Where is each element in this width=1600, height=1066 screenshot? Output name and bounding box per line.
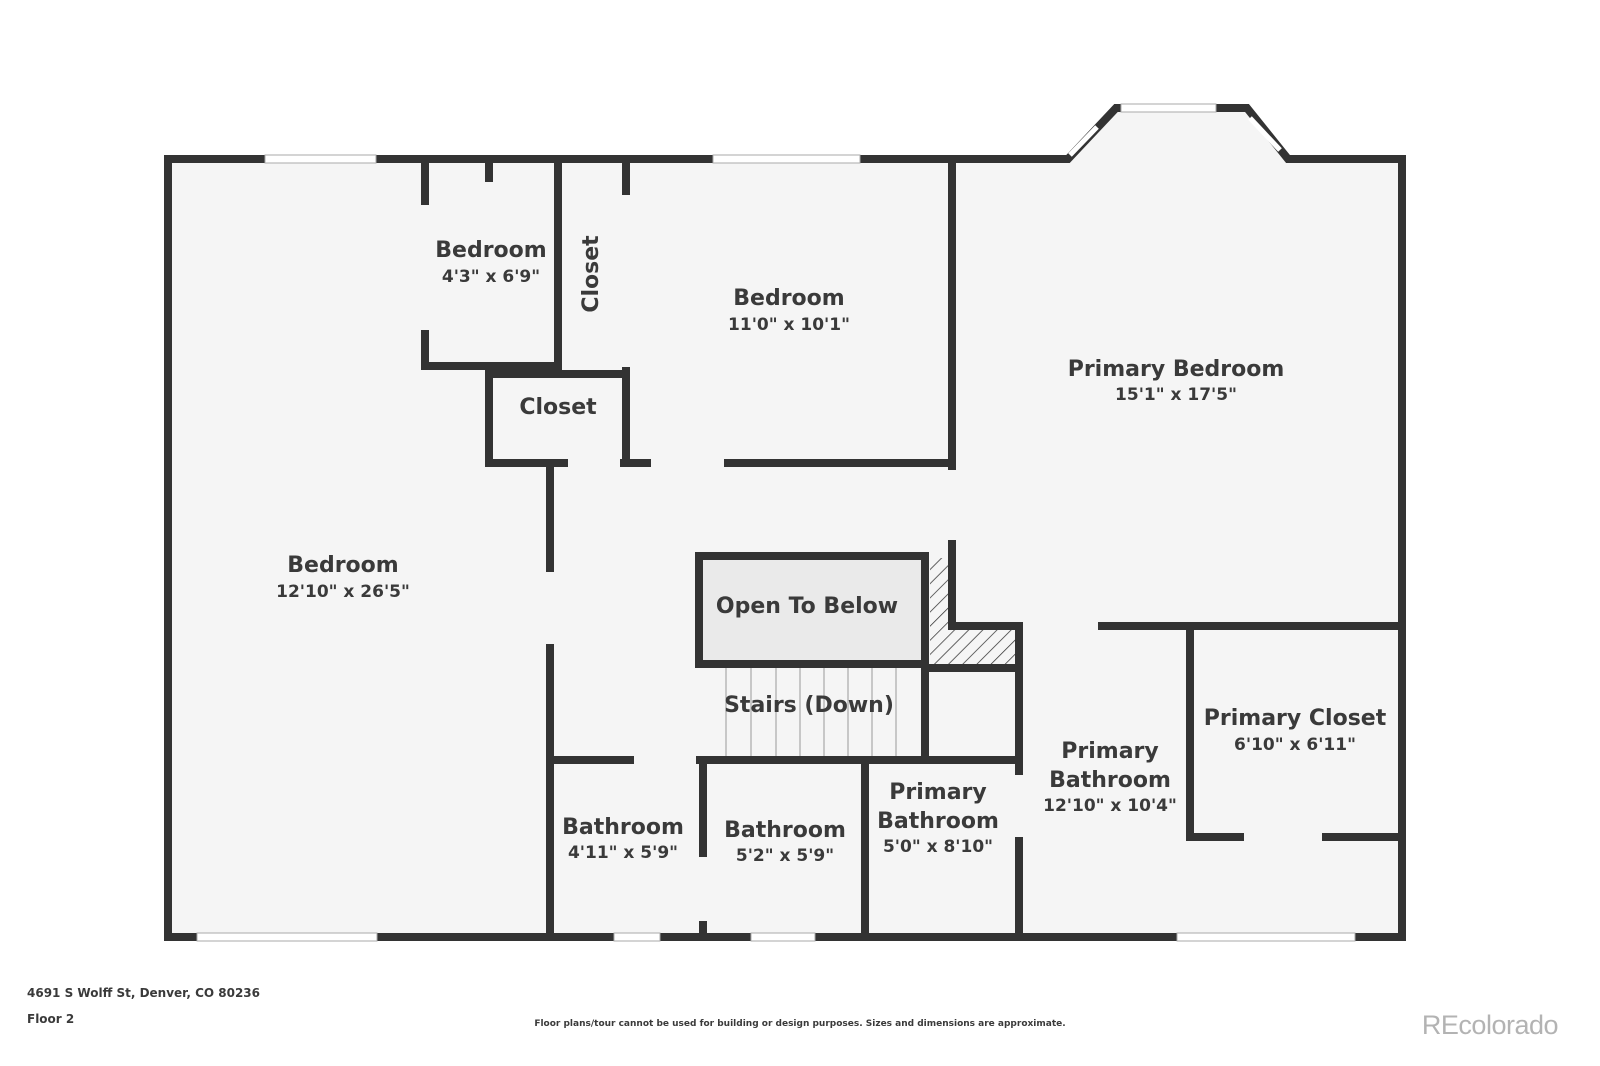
room-name: Bedroom bbox=[287, 553, 398, 578]
hatched-area bbox=[930, 558, 1019, 664]
room-name: Bedroom bbox=[435, 238, 546, 263]
window bbox=[750, 932, 816, 942]
stair-treads bbox=[725, 668, 897, 756]
room-name: Open To Below bbox=[716, 594, 898, 619]
bay-windows bbox=[1068, 116, 1282, 157]
room-name: Bathroom bbox=[877, 809, 999, 834]
open-to-below-fill bbox=[699, 558, 924, 663]
room-dimensions: 6'10" x 6'11" bbox=[1234, 735, 1356, 755]
brand-logo: REcolorado bbox=[1421, 1010, 1559, 1040]
room-name: Bathroom bbox=[562, 815, 684, 840]
room-dimensions: 5'2" x 5'9" bbox=[736, 846, 834, 866]
room-name: Primary Bedroom bbox=[1068, 357, 1285, 382]
room-name: Primary bbox=[889, 780, 986, 805]
room-dimensions: 11'0" x 10'1" bbox=[728, 315, 850, 335]
window bbox=[196, 932, 378, 942]
disclaimer: Floor plans/tour cannot be used for buil… bbox=[534, 1019, 1066, 1029]
room-name: Bathroom bbox=[724, 818, 846, 843]
windows bbox=[196, 103, 1356, 942]
room-name: Bedroom bbox=[733, 286, 844, 311]
room-name: Closet bbox=[579, 235, 604, 313]
room-name: Closet bbox=[519, 395, 597, 420]
room-dimensions: 12'10" x 10'4" bbox=[1043, 796, 1177, 816]
room-dimensions: 5'0" x 8'10" bbox=[883, 837, 993, 857]
room-dimensions: 12'10" x 26'5" bbox=[276, 582, 410, 602]
room-dimensions: 4'11" x 5'9" bbox=[568, 843, 678, 863]
address-label: 4691 S Wolff St, Denver, CO 80236 bbox=[27, 986, 261, 1000]
room-name: Primary bbox=[1061, 739, 1158, 764]
window bbox=[1120, 103, 1217, 113]
room-name: Primary Closet bbox=[1204, 706, 1387, 731]
window bbox=[1176, 932, 1356, 942]
floor-area bbox=[168, 108, 1402, 937]
window bbox=[712, 154, 861, 164]
room-dimensions: 4'3" x 6'9" bbox=[442, 267, 540, 287]
window bbox=[613, 932, 661, 942]
room-name: Bathroom bbox=[1049, 768, 1171, 793]
window bbox=[264, 154, 377, 164]
room-dimensions: 15'1" x 17'5" bbox=[1115, 385, 1237, 405]
floor-label: Floor 2 bbox=[27, 1012, 75, 1026]
room-name: Stairs (Down) bbox=[724, 693, 894, 718]
openings bbox=[421, 195, 1023, 921]
